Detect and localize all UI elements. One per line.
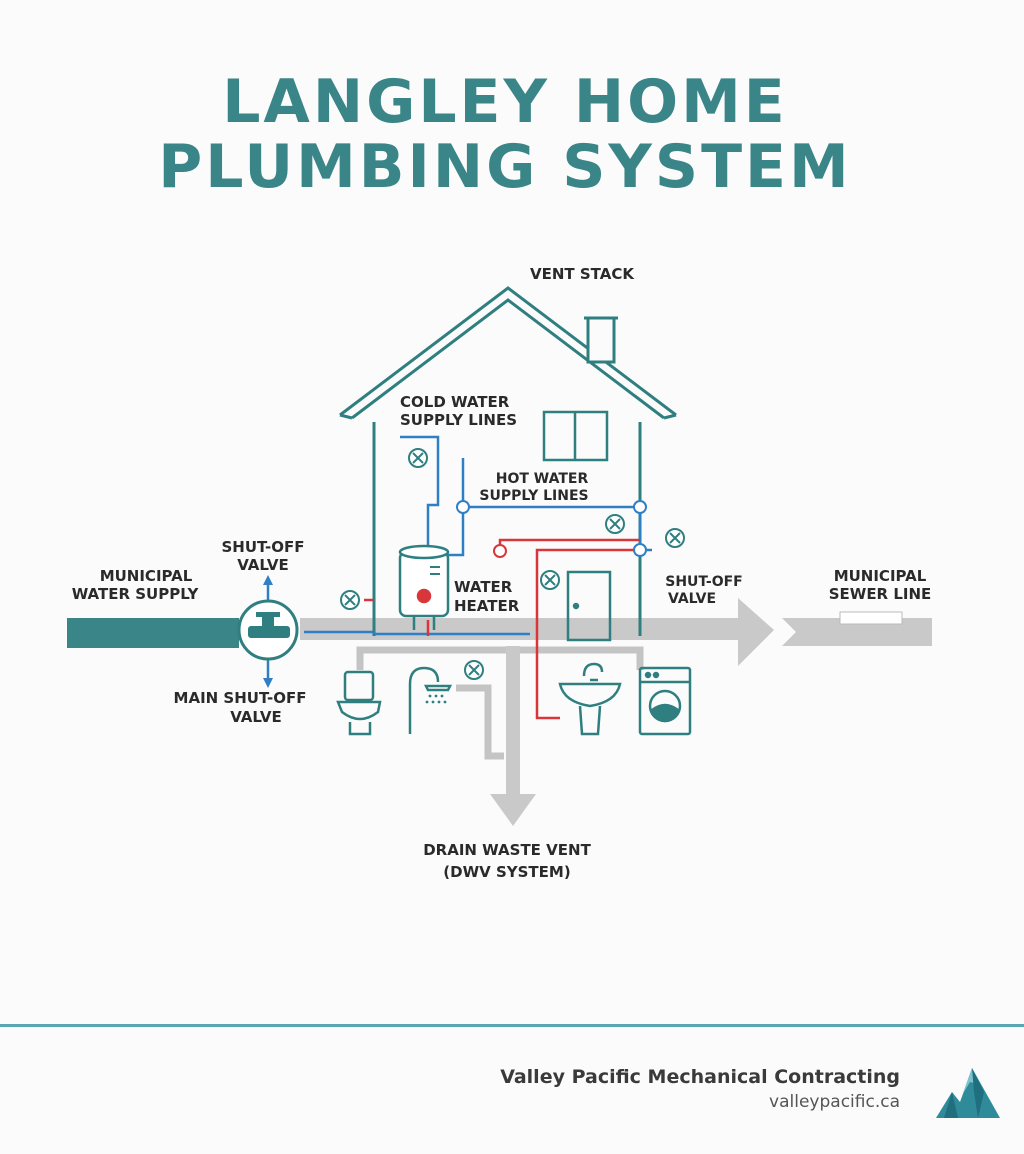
junction-node xyxy=(633,543,647,557)
sink-icon xyxy=(558,662,622,736)
roof-inner xyxy=(351,298,665,420)
junction-node xyxy=(493,544,507,558)
label-cold-water-1: COLD WATER xyxy=(400,393,510,411)
roof-outer xyxy=(339,286,677,417)
drain-branch-right xyxy=(520,646,644,670)
door-icon xyxy=(566,570,612,642)
label-dwv-2: (DWV SYSTEM) xyxy=(443,863,570,881)
shower-icon xyxy=(408,666,453,734)
label-shutoff-right-1: SHUT-OFF xyxy=(665,574,743,590)
label-water-heater-2: HEATER xyxy=(454,597,520,615)
label-shutoff-left-2: VALVE xyxy=(237,556,289,574)
toilet-icon xyxy=(336,670,382,736)
cold-water-lines xyxy=(266,435,652,682)
label-hot-water-1: HOT WATER xyxy=(496,471,589,487)
junction-node xyxy=(456,500,470,514)
water-supply-pipe xyxy=(67,618,239,648)
label-sewer-1: MUNICIPAL xyxy=(834,567,927,585)
dwv-down-pipe xyxy=(506,646,520,796)
sewer-grate xyxy=(839,611,903,625)
drain-arrow-right xyxy=(738,598,774,666)
mountain-logo-icon xyxy=(936,1068,1000,1118)
label-shutoff-left-1: SHUT-OFF xyxy=(221,538,304,556)
footer-url: valleypacific.ca xyxy=(769,1092,900,1112)
pipe-junctions xyxy=(456,500,647,558)
diagram-labels: VENT STACK COLD WATER SUPPLY LINES HOT W… xyxy=(72,265,932,881)
window-icon xyxy=(542,410,609,462)
drain-branch-left xyxy=(356,646,506,670)
drain-branches xyxy=(356,646,644,760)
dwv-arrow-down xyxy=(490,794,536,826)
label-water-heater-1: WATER xyxy=(454,578,513,596)
label-hot-water-2: SUPPLY LINES xyxy=(479,488,588,504)
shutoff-x-icon xyxy=(408,448,428,468)
water-heater-icon xyxy=(398,544,450,630)
shutoff-x-icon xyxy=(665,528,685,548)
main-drain-pipe xyxy=(300,618,740,640)
label-municipal-water-1: MUNICIPAL xyxy=(100,567,193,585)
shutoff-markers xyxy=(340,448,685,680)
shutoff-x-icon xyxy=(540,570,560,590)
title-line-2: PLUMBING SYSTEM xyxy=(158,132,851,202)
label-main-shutoff-1: MAIN SHUT-OFF xyxy=(174,689,307,707)
vent-stack-chimney xyxy=(586,316,616,364)
valve-icon xyxy=(237,599,299,661)
footer-divider xyxy=(0,1024,1024,1027)
footer-company-name: Valley Pacific Mechanical Contracting xyxy=(500,1066,900,1088)
label-dwv-1: DRAIN WASTE VENT xyxy=(423,841,591,859)
label-cold-water-2: SUPPLY LINES xyxy=(400,411,517,429)
shutoff-x-icon xyxy=(605,514,625,534)
label-main-shutoff-2: VALVE xyxy=(230,708,282,726)
sewer-pipe xyxy=(782,618,932,646)
label-municipal-water-2: WATER SUPPLY xyxy=(72,585,200,603)
drain-flow xyxy=(300,598,932,826)
junction-node xyxy=(633,500,647,514)
label-sewer-2: SEWER LINE xyxy=(829,585,932,603)
title-line-1: LANGLEY HOME xyxy=(222,67,788,137)
drain-elbow xyxy=(456,684,504,760)
washing-machine-icon xyxy=(638,666,692,736)
shutoff-x-icon xyxy=(340,590,360,610)
label-shutoff-right-2: VALVE xyxy=(668,591,716,607)
shutoff-x-icon xyxy=(464,660,484,680)
house xyxy=(339,286,677,642)
label-vent-stack: VENT STACK xyxy=(530,265,635,283)
